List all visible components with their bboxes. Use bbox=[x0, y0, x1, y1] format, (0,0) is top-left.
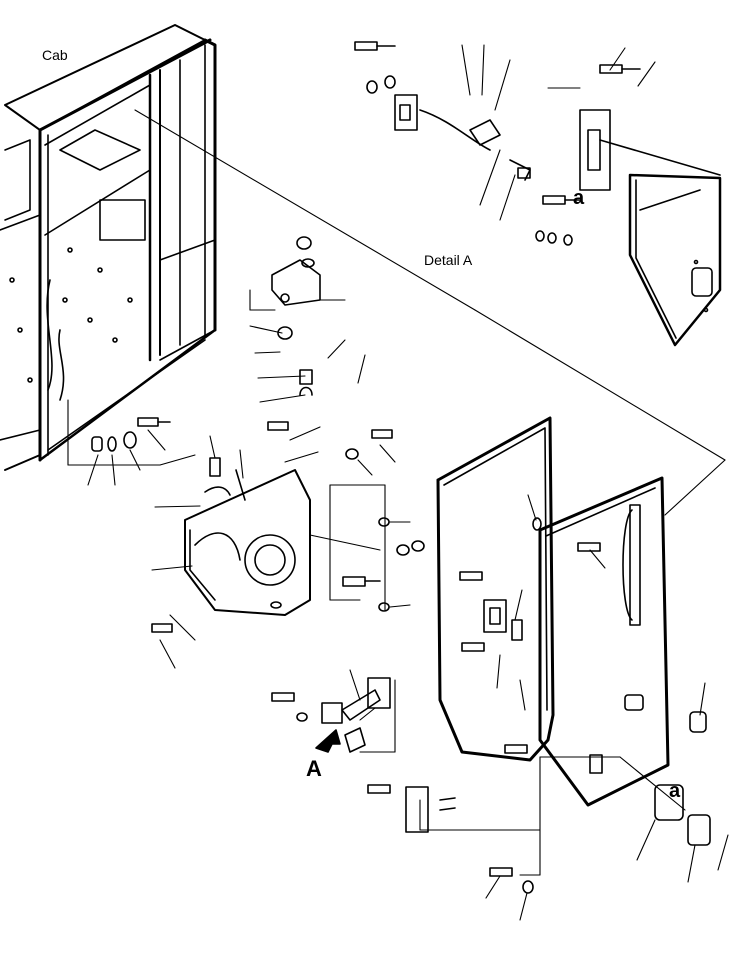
door-bolts bbox=[92, 418, 600, 893]
door-lower-hinge bbox=[322, 678, 390, 752]
detail-a-leader-lines bbox=[462, 45, 655, 220]
detail-a-lock-assembly bbox=[395, 95, 530, 180]
door-glass-frame bbox=[438, 418, 553, 760]
reference-a-top-label: a bbox=[573, 187, 585, 209]
reference-a-bottom-label: a bbox=[669, 780, 681, 802]
door-catch-bracket bbox=[185, 458, 310, 615]
door-lock-and-handle bbox=[406, 600, 710, 845]
detail-a-view-arrow bbox=[316, 730, 340, 752]
detail-a-bolts bbox=[355, 42, 640, 245]
detail-a-door-section bbox=[600, 140, 720, 345]
door-panel bbox=[540, 478, 668, 805]
detail-a-striker bbox=[580, 110, 610, 190]
leader-lines bbox=[68, 110, 728, 920]
cab-label: Cab bbox=[42, 47, 68, 63]
detail-a-label: Detail A bbox=[424, 252, 473, 268]
door-stay-bracket bbox=[272, 237, 345, 395]
view-a-label: A bbox=[306, 756, 322, 781]
cab-frame bbox=[0, 25, 215, 470]
